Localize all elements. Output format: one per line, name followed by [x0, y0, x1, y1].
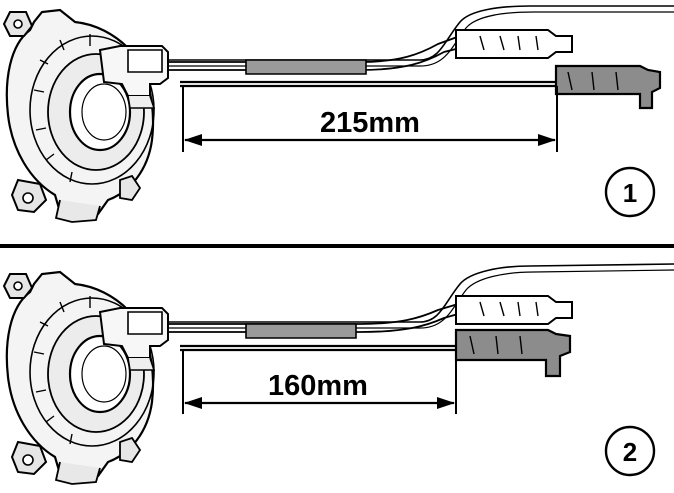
- clock-spring-icon: [2, 270, 170, 486]
- plug-icon: [554, 64, 662, 110]
- dimension-label: 160mm: [268, 370, 368, 402]
- cable-sleeve: [245, 59, 367, 75]
- plug-icon: [454, 328, 572, 378]
- dimension-line-1: 215mm: [182, 86, 558, 152]
- step-badge-1: 1: [604, 166, 656, 218]
- connector-icon: [455, 29, 573, 59]
- connector-icon: [455, 295, 573, 325]
- dimension-line-2: 160mm: [182, 350, 457, 414]
- clock-spring-icon: [2, 8, 170, 224]
- step-number: 2: [623, 437, 637, 467]
- step-badge-2: 2: [604, 425, 656, 477]
- panel-1: 215mm 1: [2, 5, 674, 224]
- step-number: 1: [623, 178, 637, 208]
- cable-sleeve: [245, 323, 357, 339]
- panel-2: 160mm 2: [2, 263, 674, 486]
- dimension-label: 215mm: [320, 107, 420, 139]
